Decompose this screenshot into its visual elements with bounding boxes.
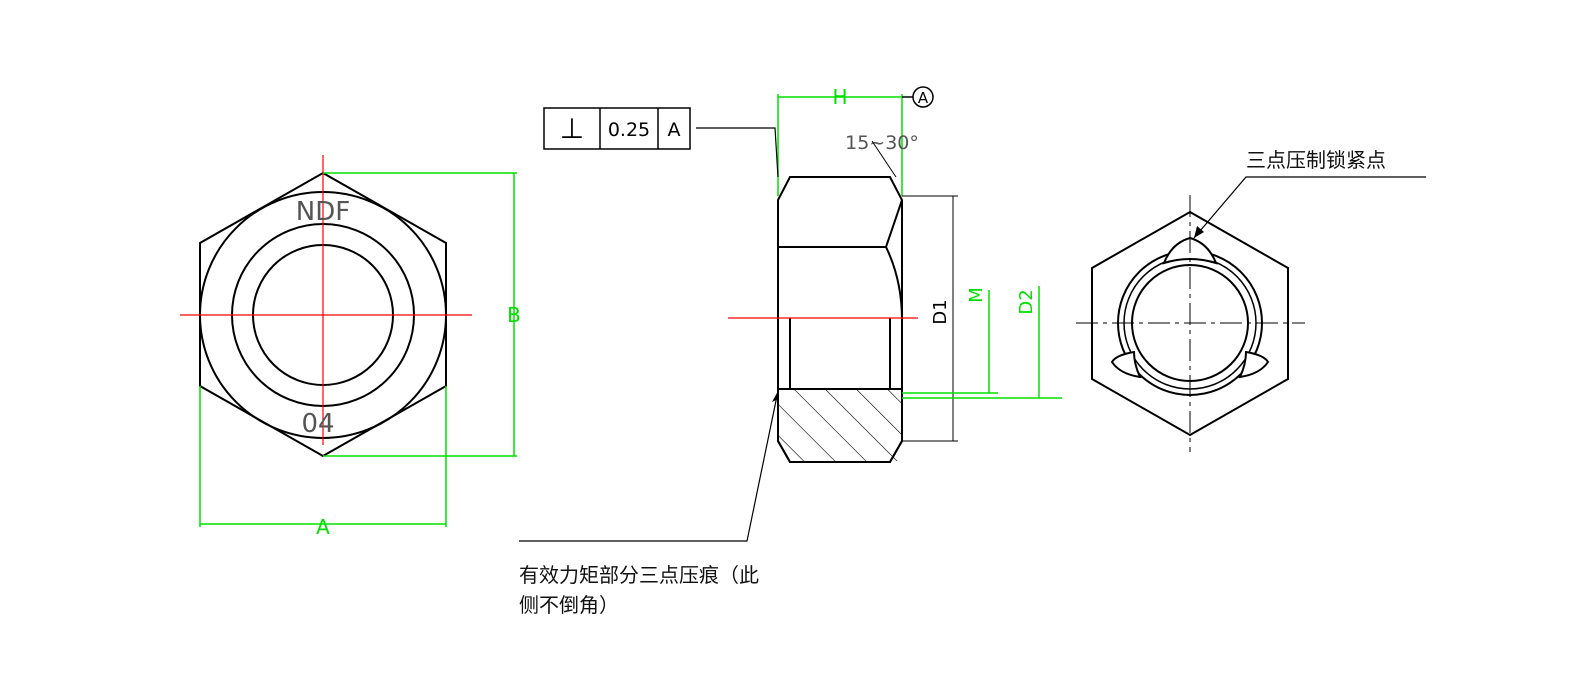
section-hatch bbox=[779, 389, 901, 461]
lock-point-arrowhead bbox=[1194, 226, 1204, 238]
lock-point-leader bbox=[1193, 176, 1426, 239]
torque-note-line-1: 有效力矩部分三点压痕（此 bbox=[519, 563, 759, 587]
lock-point-note: 三点压制锁紧点 bbox=[1246, 148, 1386, 172]
tolerance-leader bbox=[696, 127, 779, 178]
back-view: 三点压制锁紧点 bbox=[1076, 148, 1426, 452]
chamfer-angle: 15~30° bbox=[845, 132, 919, 154]
datum-label: A bbox=[918, 89, 929, 107]
dim-b-label: B bbox=[507, 303, 521, 327]
side-view: H A 15~30° D1 M D2 ⊥ 0.25 A 有效 bbox=[519, 85, 1062, 617]
front-view: NDF 04 A B bbox=[180, 155, 521, 539]
face-curve-top bbox=[778, 199, 903, 248]
tolerance-frame-box bbox=[543, 107, 691, 150]
dim-d1-label: D1 bbox=[930, 299, 951, 324]
torque-note-line-2: 侧不倒角） bbox=[519, 593, 619, 617]
face-curve-mid bbox=[885, 246, 903, 321]
back-hex-outline bbox=[1091, 210, 1289, 437]
dim-d2-label: D2 bbox=[1016, 289, 1037, 314]
crimp-point-right bbox=[1238, 350, 1270, 379]
perpendicularity-symbol: ⊥ bbox=[560, 112, 584, 145]
marking-04: 04 bbox=[301, 409, 334, 439]
tolerance-frame: ⊥ 0.25 A bbox=[543, 107, 779, 178]
tolerance-datum: A bbox=[668, 119, 681, 141]
tolerance-value: 0.25 bbox=[608, 119, 650, 141]
crimp-point-left bbox=[1110, 350, 1142, 379]
dim-m-label: M bbox=[966, 287, 987, 303]
dim-a-label: A bbox=[316, 515, 330, 539]
torque-note-leader bbox=[519, 390, 779, 542]
datum-circle bbox=[912, 86, 934, 108]
angle-leader bbox=[871, 140, 897, 178]
marking-ndf: NDF bbox=[296, 197, 350, 227]
hatch-outline bbox=[777, 388, 903, 463]
dim-h-label: H bbox=[832, 85, 847, 109]
torque-note-arrowhead bbox=[772, 391, 778, 402]
